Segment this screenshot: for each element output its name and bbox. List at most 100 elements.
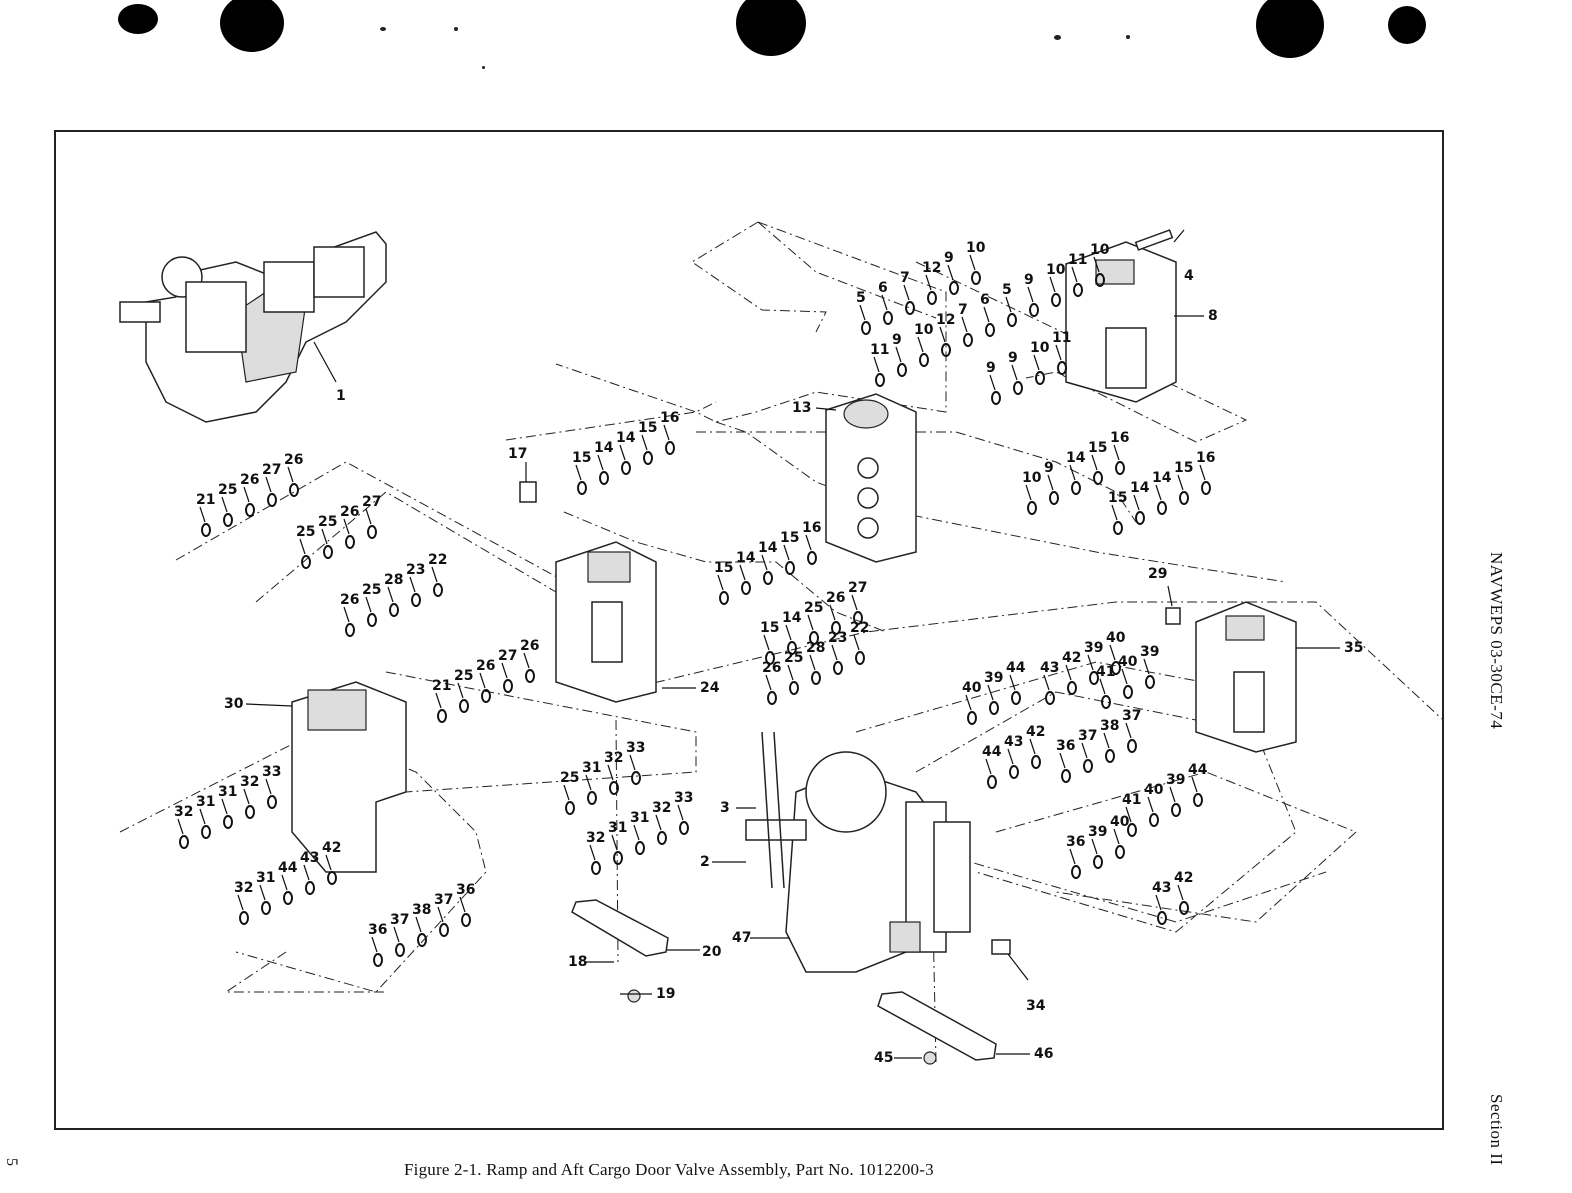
seal-ring bbox=[987, 775, 997, 789]
leader-line bbox=[221, 496, 228, 513]
binder-hole bbox=[736, 0, 806, 56]
seal-ring bbox=[1201, 481, 1211, 495]
leader-line bbox=[607, 764, 614, 781]
part-label: 32 bbox=[174, 804, 193, 820]
leader-line bbox=[903, 284, 910, 301]
seal-ring bbox=[1127, 823, 1137, 837]
leader-line bbox=[1103, 732, 1110, 749]
leader-line bbox=[589, 844, 596, 861]
callout-30: 30 bbox=[224, 696, 244, 712]
body-section-item-30 bbox=[291, 681, 407, 873]
seal-ring bbox=[609, 781, 619, 795]
part-label: 33 bbox=[626, 740, 645, 756]
part-label: 39 bbox=[1088, 824, 1107, 840]
leader-line bbox=[1055, 344, 1062, 361]
part-label: 9 bbox=[1044, 460, 1054, 476]
leader-line bbox=[1081, 742, 1088, 759]
seal-ring bbox=[883, 311, 893, 325]
leader-line bbox=[597, 454, 604, 471]
leader-line bbox=[1043, 674, 1050, 691]
callout-8: 8 bbox=[1208, 308, 1218, 324]
seal-ring bbox=[963, 333, 973, 347]
leader-line bbox=[259, 884, 266, 901]
seal-ring bbox=[985, 323, 995, 337]
seal-ring bbox=[785, 561, 795, 575]
seal-ring bbox=[643, 451, 653, 465]
seal-ring bbox=[763, 571, 773, 585]
seal-ring bbox=[1093, 855, 1103, 869]
seal-ring bbox=[897, 363, 907, 377]
leader-line bbox=[805, 534, 812, 551]
part-label: 43 bbox=[300, 850, 319, 866]
leader-line bbox=[1191, 776, 1198, 793]
leader-line bbox=[1147, 796, 1154, 813]
seal-ring bbox=[1083, 759, 1093, 773]
callout-29: 29 bbox=[1148, 566, 1167, 582]
leader-line bbox=[663, 424, 670, 441]
part-label: 27 bbox=[362, 494, 381, 510]
part-label: 37 bbox=[390, 912, 409, 928]
body-section-item-8 bbox=[1065, 241, 1177, 403]
seal-ring bbox=[657, 831, 667, 845]
leader-line bbox=[409, 576, 416, 593]
pilot-valve-item-47 bbox=[745, 751, 971, 973]
part-label: 25 bbox=[454, 668, 473, 684]
seal-ring bbox=[223, 513, 233, 527]
leader-line bbox=[365, 508, 372, 525]
part-label: 33 bbox=[262, 764, 281, 780]
part-label: 7 bbox=[900, 270, 910, 286]
part-label: 9 bbox=[1024, 272, 1034, 288]
seal-ring bbox=[1145, 675, 1155, 689]
seal-ring bbox=[927, 291, 937, 305]
leader-line bbox=[437, 906, 444, 923]
leader-line bbox=[243, 486, 250, 503]
seal-ring bbox=[327, 871, 337, 885]
part-label: 26 bbox=[826, 590, 845, 606]
leader-line bbox=[917, 336, 924, 353]
callout-35: 35 bbox=[1344, 640, 1363, 656]
part-label: 25 bbox=[784, 650, 803, 666]
leader-line bbox=[523, 652, 530, 669]
part-label: 11 bbox=[870, 342, 889, 358]
seal-ring bbox=[459, 699, 469, 713]
leader-line bbox=[787, 664, 794, 681]
part-label: 44 bbox=[982, 744, 1002, 760]
seal-ring bbox=[345, 535, 355, 549]
leader-line bbox=[1049, 276, 1056, 293]
part-label: 42 bbox=[1174, 870, 1193, 886]
main-callouts: 1 2 3 4 8 13 17 18 19 20 24 29 30 34 35 … bbox=[224, 229, 1363, 1066]
seal-ring bbox=[949, 281, 959, 295]
leader-line bbox=[1143, 658, 1150, 675]
part-label: 31 bbox=[256, 870, 275, 886]
part-label: 32 bbox=[652, 800, 671, 816]
leader-line bbox=[199, 506, 206, 523]
part-label: 15 bbox=[780, 530, 799, 546]
linkage-plates bbox=[571, 899, 997, 1065]
part-label: 9 bbox=[892, 332, 902, 348]
part-label: 40 bbox=[1110, 814, 1130, 830]
section-label: Section II bbox=[1487, 1094, 1506, 1166]
part-label: 14 bbox=[1066, 450, 1086, 466]
part-label: 31 bbox=[218, 784, 237, 800]
seal-ring bbox=[767, 691, 777, 705]
part-label: 36 bbox=[368, 922, 387, 938]
leader-line bbox=[611, 834, 618, 851]
part-label: 15 bbox=[714, 560, 733, 576]
leader-line bbox=[1065, 664, 1072, 681]
part-label: 28 bbox=[384, 572, 403, 588]
seal-ring bbox=[989, 701, 999, 715]
seal-ring bbox=[1135, 511, 1145, 525]
leader-line bbox=[1121, 668, 1128, 685]
part-label: 26 bbox=[284, 452, 303, 468]
callout-47: 47 bbox=[732, 930, 751, 946]
seal-ring bbox=[1045, 691, 1055, 705]
seal-ring bbox=[905, 301, 915, 315]
seal-ring bbox=[991, 391, 1001, 405]
seal-ring bbox=[719, 591, 729, 605]
leader-line bbox=[1029, 738, 1036, 755]
part-label: 41 bbox=[1122, 792, 1141, 808]
seal-ring bbox=[679, 821, 689, 835]
part-label: 15 bbox=[1174, 460, 1193, 476]
leader-line bbox=[1005, 296, 1012, 313]
leader-line bbox=[237, 894, 244, 911]
